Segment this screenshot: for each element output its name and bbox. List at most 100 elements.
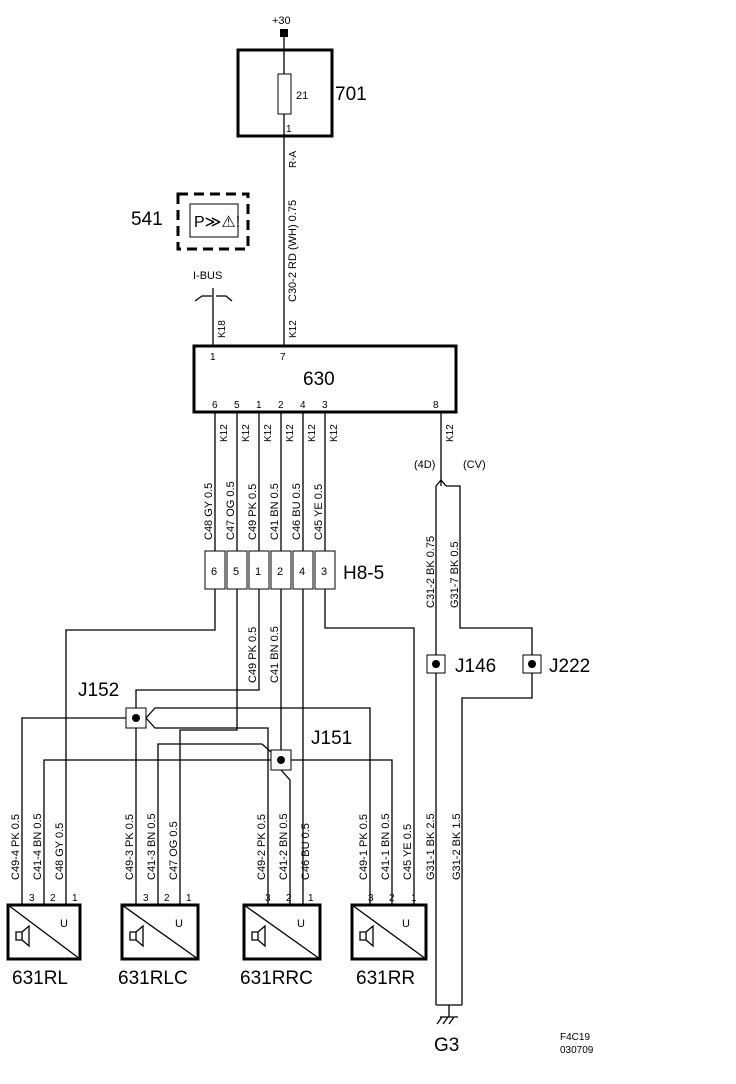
fuse-number: 21 [296, 90, 308, 102]
harness-wire-c49: C49 PK 0.5 [247, 484, 259, 540]
speaker-rl-label: 631RL [12, 968, 68, 989]
rl-pin-3: 3 [29, 893, 35, 904]
variant-4d: (4D) [414, 459, 435, 471]
rrc-pin-3: 3 [265, 893, 271, 904]
speaker-rr-label: 631RR [356, 968, 415, 989]
rr-wire-2: C41-1 BN 0.5 [380, 813, 392, 880]
harness-conn-4: K12 [285, 424, 296, 442]
harness-conn-3: K12 [263, 424, 274, 442]
rrc-wire-1: C46 BU 0.5 [300, 823, 312, 880]
rrc-pin-1: 1 [308, 893, 314, 904]
junction-j222-label: J222 [549, 656, 590, 677]
ecu-pin-8: 8 [433, 400, 439, 411]
ground-wire-upper-0: C31-2 BK 0.75 [425, 536, 437, 608]
rrc-wire-3: C49-2 PK 0.5 [256, 814, 268, 880]
fuse-21 [277, 73, 292, 115]
rr-u: U [402, 918, 410, 930]
h8-pin-6: 6 [211, 566, 217, 578]
speaker-rlc-label: 631RLC [118, 968, 188, 989]
harness-wires [214, 412, 326, 551]
h8-pin-2: 2 [277, 566, 283, 578]
ecu-pin-top-1: 1 [210, 352, 216, 363]
supply-terminal [280, 29, 288, 37]
harness-wire-c47: C47 OG 0.5 [225, 481, 237, 540]
h8-pin-4: 4 [299, 566, 305, 578]
ecu-label: 630 [303, 369, 335, 390]
connector-h8-5 [204, 550, 336, 590]
speaker-631rlc [120, 903, 200, 961]
harness-conn-5: K12 [307, 424, 318, 442]
ecu-pin-top-7: 7 [280, 352, 286, 363]
rl-wire-3: C49-4 PK 0.5 [10, 814, 22, 880]
ground-symbol-icon [436, 1004, 462, 1025]
harness-conn-2: K12 [241, 424, 252, 442]
h8-pin-3: 3 [321, 566, 327, 578]
ground-wire-upper-1: G31-7 BK 0.5 [449, 541, 461, 608]
rlc-wire-1: C47 OG 0.5 [168, 821, 180, 880]
speaker-icon [129, 924, 144, 948]
ecu-pin-bottom-1: 1 [256, 400, 262, 411]
rr-pin-1: 1 [411, 893, 417, 904]
rlc-pin-2: 2 [164, 893, 170, 904]
display-conn: K18 [217, 320, 228, 338]
speaker-rrc-label: 631RRC [240, 968, 313, 989]
harness-wire-c46: C46 BU 0.5 [291, 483, 303, 540]
rr-pin-3: 3 [368, 893, 374, 904]
ecu-pin-bottom-5: 5 [234, 400, 240, 411]
rrc-u: U [297, 918, 305, 930]
rl-pin-1: 1 [72, 893, 78, 904]
ground-label: G3 [434, 1035, 459, 1056]
ground-conn: K12 [445, 424, 456, 442]
fuse-wire-pin: R-A [288, 150, 299, 168]
fuse-pin: 1 [286, 124, 292, 135]
rl-pin-2: 2 [50, 893, 56, 904]
display-symbol-icon: P≫⚠! [194, 214, 240, 231]
rl-wire-2: C41-4 BN 0.5 [32, 813, 44, 880]
rr-pin-2: 2 [389, 893, 395, 904]
harness-conn-1: K12 [219, 424, 230, 442]
speaker-icon [15, 924, 30, 948]
mid-wire-c49: C49 PK 0.5 [247, 627, 259, 683]
speaker-631rr [350, 903, 428, 961]
doc-date: 030709 [560, 1045, 594, 1056]
rr-wire-3: C49-1 PK 0.5 [358, 814, 370, 880]
ecu-pin-bottom-6: 6 [212, 400, 218, 411]
display-541-frame [176, 192, 250, 251]
rlc-pin-1: 1 [186, 893, 192, 904]
variant-cv: (CV) [463, 459, 486, 471]
rlc-wire-3: C49-3 PK 0.5 [124, 814, 136, 880]
h8-pin-1: 1 [255, 566, 261, 578]
connector-label: H8-5 [343, 563, 384, 584]
fuse-box-label: 701 [335, 84, 367, 105]
rlc-pin-3: 3 [143, 893, 149, 904]
speaker-icon [359, 924, 374, 948]
ibus-label: I-BUS [193, 270, 222, 282]
ground-wire-lower-0: G31-1 BK 2.5 [425, 813, 437, 880]
display-541-panel [189, 203, 239, 238]
harness-wire-c41: C41 BN 0.5 [269, 483, 281, 540]
rl-wire-1: C48 GY 0.5 [54, 823, 66, 880]
junction-j151-label: J151 [311, 728, 352, 749]
supply-label: +30 [272, 15, 291, 27]
rlc-u: U [175, 918, 183, 930]
ecu-pin-bottom-4: 4 [300, 400, 306, 411]
main-wire-conn: K12 [288, 320, 299, 338]
doc-code: F4C19 [560, 1032, 590, 1043]
junction-j152-label: J152 [78, 680, 119, 701]
ground-wire-lower-1: G31-2 BK 1.5 [451, 813, 463, 880]
ecu-630 [192, 344, 458, 414]
harness-conn-6: K12 [329, 424, 340, 442]
mid-wire-c41: C41 BN 0.5 [269, 626, 281, 683]
display-label: 541 [131, 209, 163, 230]
rl-u: U [60, 918, 68, 930]
rr-wire-1: C45 YE 0.5 [402, 824, 414, 880]
main-wire-label: C30-2 RD (WH) 0.75 [287, 200, 299, 302]
rrc-wire-2: C41-2 BN 0.5 [278, 813, 290, 880]
speaker-631rl [6, 903, 82, 961]
junction-j146-label: J146 [455, 656, 496, 677]
speaker-icon [251, 924, 266, 948]
ecu-pin-bottom-2: 2 [278, 400, 284, 411]
harness-wire-c45: C45 YE 0.5 [313, 484, 325, 540]
speaker-631rrc [242, 903, 322, 961]
harness-wire-c48: C48 GY 0.5 [203, 483, 215, 540]
